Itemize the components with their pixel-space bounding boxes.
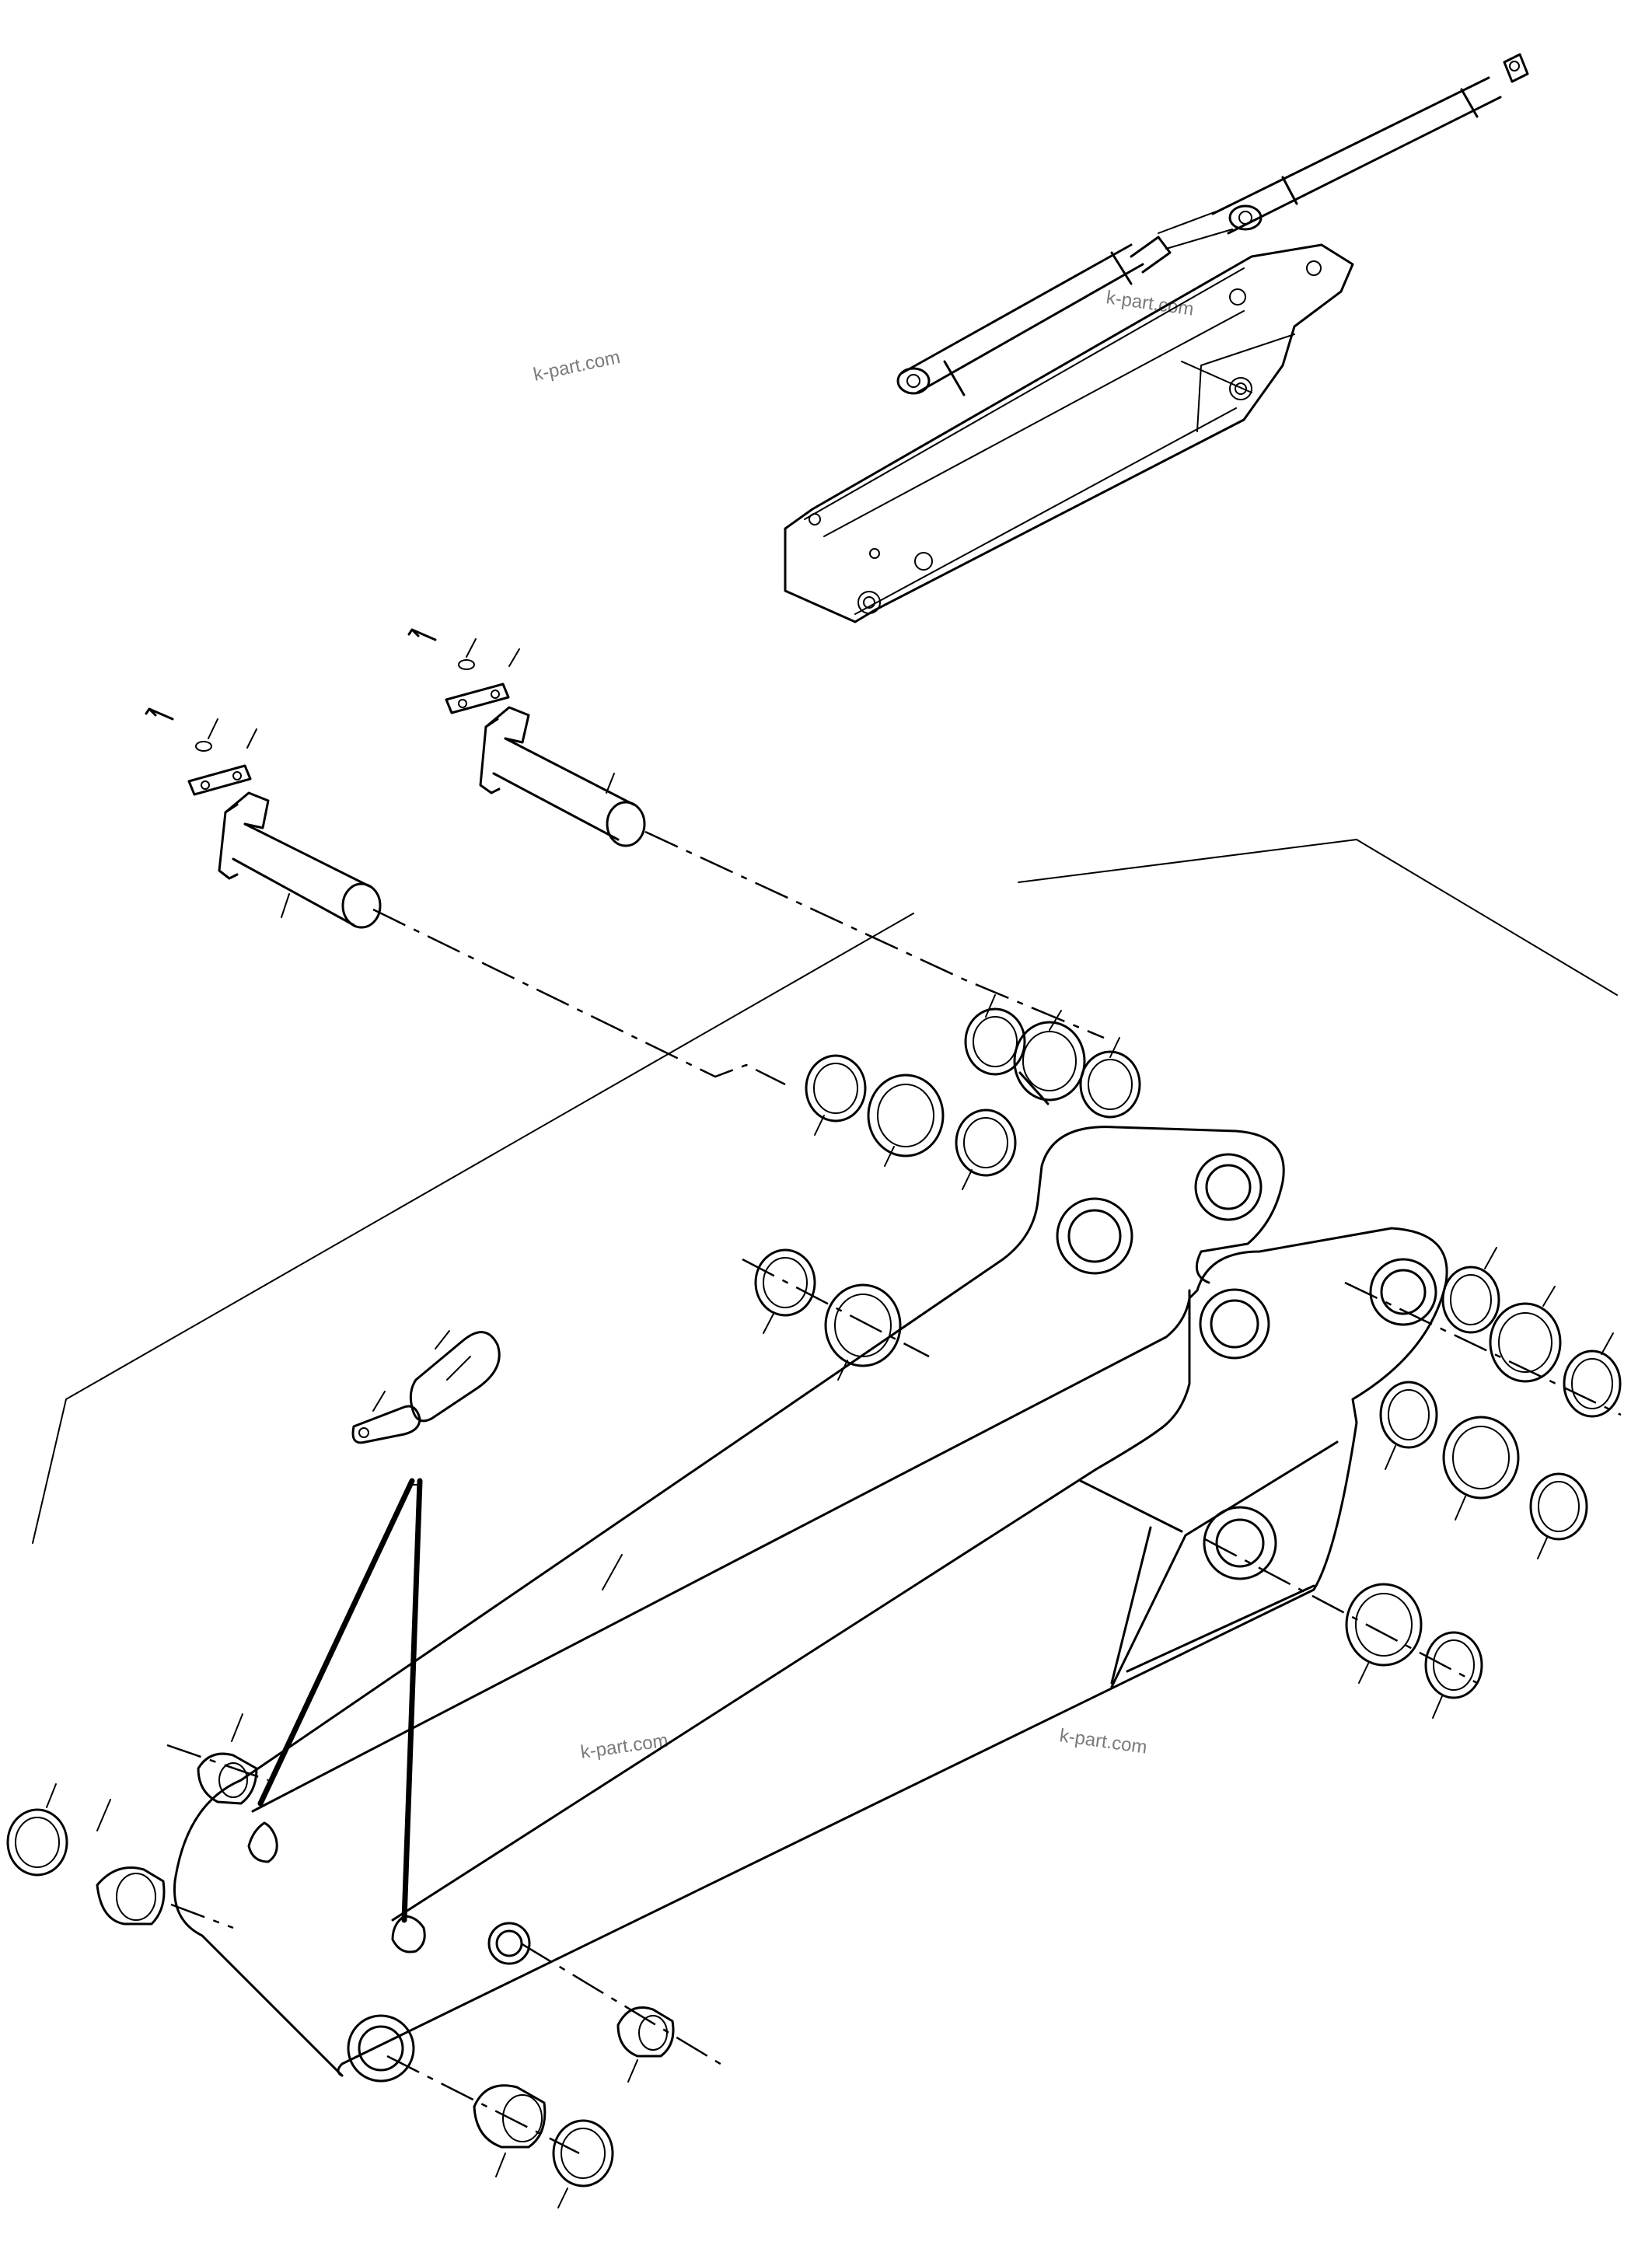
flanged-bushing bbox=[616, 2006, 675, 2058]
bushing-group-middle bbox=[754, 1248, 902, 1381]
flanged-bushing bbox=[197, 1752, 258, 1805]
bushing-group-right bbox=[1345, 1247, 1622, 1719]
bushing bbox=[1489, 1302, 1562, 1383]
bushing-group-upper bbox=[805, 994, 1141, 1190]
bushing-group-foot bbox=[6, 1713, 258, 1926]
shim-ring bbox=[1079, 1050, 1141, 1119]
grease-fitting bbox=[351, 1330, 501, 1444]
watermark-top-center: k-part.com bbox=[532, 347, 622, 386]
shim-ring bbox=[805, 1054, 867, 1123]
shim-ring bbox=[6, 1808, 68, 1877]
pin-1-assembly bbox=[145, 707, 382, 929]
leader-line-boom bbox=[602, 1554, 623, 1590]
bushing bbox=[867, 1074, 945, 1157]
shim-ring bbox=[1424, 1631, 1483, 1699]
pin-2-assembly bbox=[407, 628, 646, 847]
flanged-bushing bbox=[473, 2084, 547, 2149]
leader-line-pin-2 bbox=[606, 773, 615, 794]
shim-ring bbox=[1379, 1381, 1438, 1449]
watermark-right: k-part.com bbox=[1058, 1725, 1148, 1758]
shim-ring bbox=[1529, 1472, 1588, 1541]
bracket-lines bbox=[32, 839, 1618, 1923]
shim-ring bbox=[552, 2119, 614, 2187]
bushing bbox=[1345, 1583, 1423, 1667]
shim-ring bbox=[955, 1109, 1017, 1177]
bushing bbox=[1013, 1021, 1086, 1102]
shim-ring bbox=[964, 1007, 1026, 1076]
bushing bbox=[1442, 1416, 1520, 1500]
watermark-middle: k-part.com bbox=[579, 1730, 669, 1763]
shim-ring bbox=[1441, 1266, 1500, 1334]
shim-ring bbox=[754, 1248, 816, 1317]
flanged-bushing bbox=[96, 1866, 166, 1926]
boom-main-body bbox=[173, 1126, 1448, 2083]
bushing-group-bottom bbox=[473, 2006, 675, 2208]
bushing bbox=[824, 1283, 902, 1367]
shim-ring bbox=[1563, 1349, 1622, 1418]
boom-assembly-overview bbox=[784, 53, 1529, 623]
pin-axis-lines bbox=[166, 830, 1622, 2155]
leader-line-pin-1 bbox=[281, 893, 290, 918]
